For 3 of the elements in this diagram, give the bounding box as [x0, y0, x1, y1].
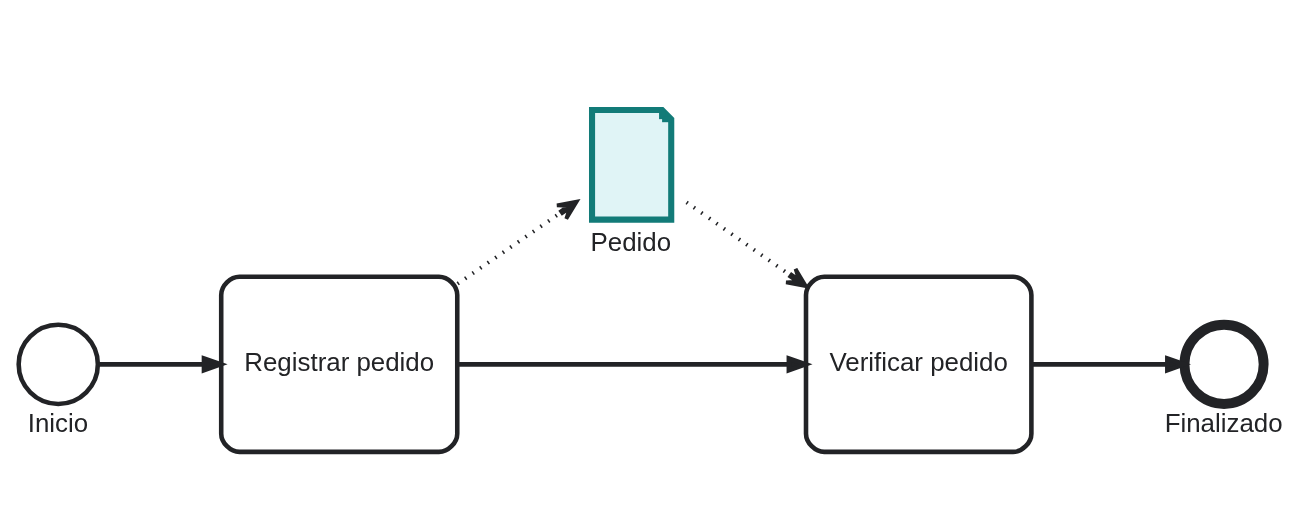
node-label: Finalizado: [1164, 408, 1283, 437]
node-label: Pedido: [590, 227, 672, 256]
node-label: Inicio: [27, 408, 89, 437]
